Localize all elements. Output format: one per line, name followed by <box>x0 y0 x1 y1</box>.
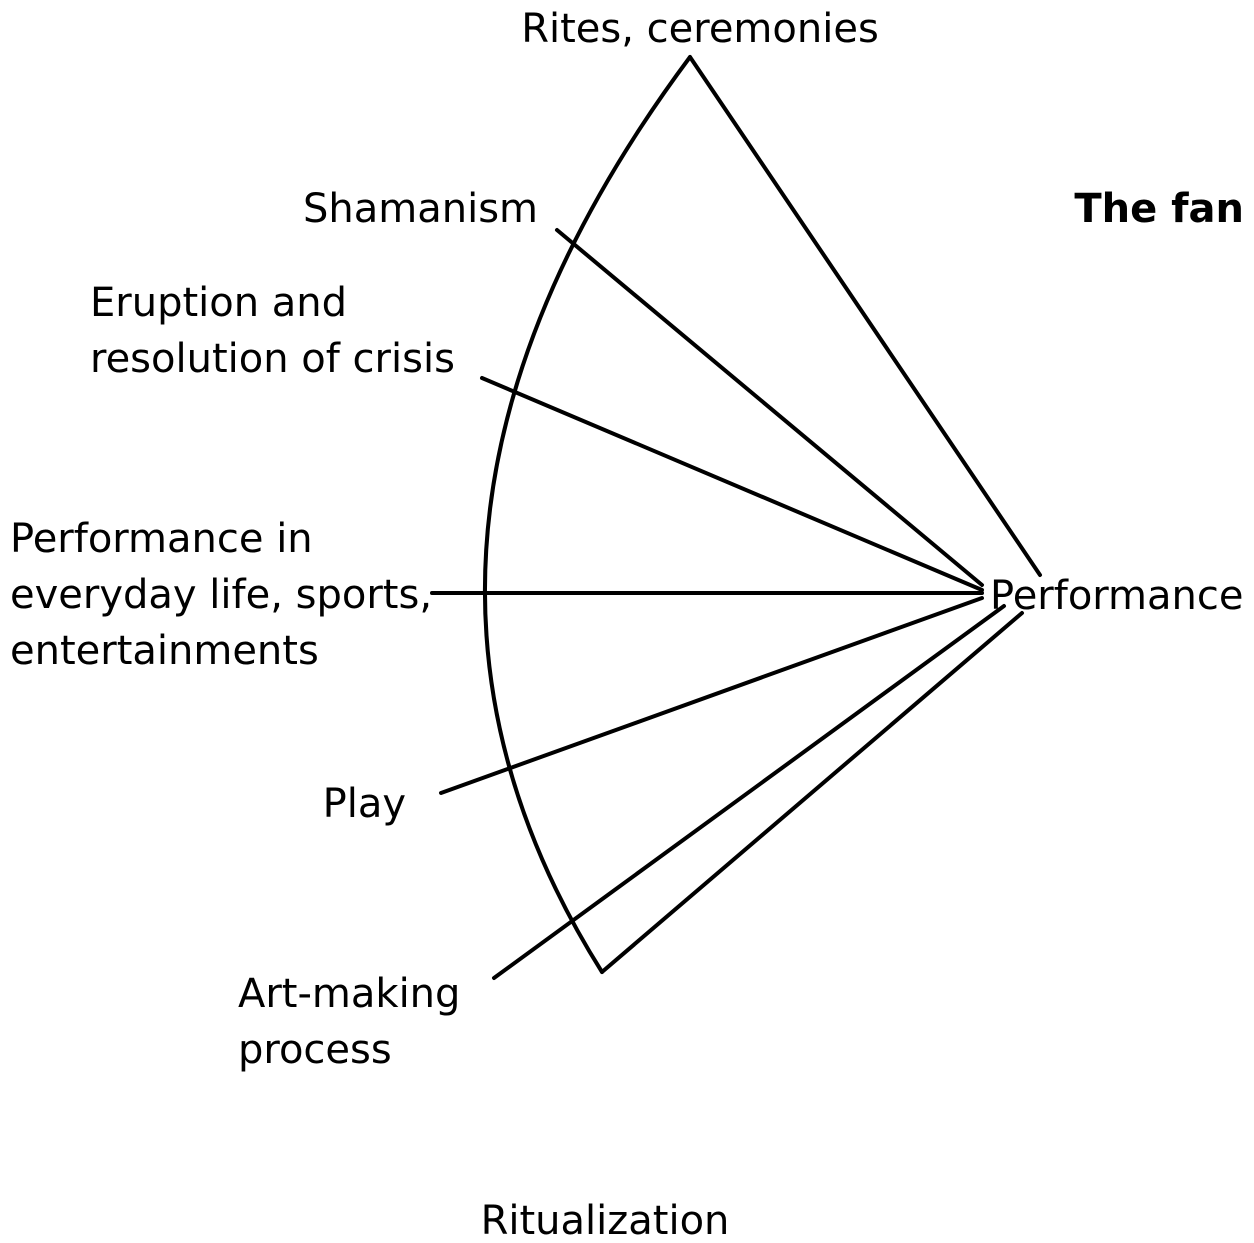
fan-edge-top <box>688 55 1042 577</box>
fan-edge-bottom <box>600 611 1024 974</box>
label-center: Performance <box>990 573 1243 619</box>
spoke-shamanism <box>555 228 984 587</box>
label-play: Play <box>323 781 406 827</box>
label-eruption-line1: Eruption and <box>90 280 347 326</box>
fan-arc <box>482 55 692 974</box>
diagram-title: The fan <box>1074 186 1244 232</box>
label-everyday-line1: Performance in <box>10 516 313 562</box>
label-top: Rites, ceremonies <box>521 6 879 52</box>
label-eruption-line2: resolution of crisis <box>90 336 455 382</box>
label-everyday-line3: entertainments <box>10 628 319 674</box>
label-shamanism: Shamanism <box>303 186 538 232</box>
label-everyday-line2: everyday life, sports, <box>10 572 432 618</box>
label-everyday: Performance in everyday life, sports, en… <box>10 516 445 674</box>
label-eruption: Eruption and resolution of crisis <box>90 280 455 382</box>
spoke-play <box>439 596 984 795</box>
label-art-line2: process <box>238 1027 392 1073</box>
spoke-eruption <box>480 376 984 592</box>
label-art: Art-making process <box>238 971 473 1073</box>
spoke-art <box>492 604 1006 980</box>
label-bottom: Ritualization <box>481 1198 730 1243</box>
label-art-line1: Art-making <box>238 971 460 1017</box>
